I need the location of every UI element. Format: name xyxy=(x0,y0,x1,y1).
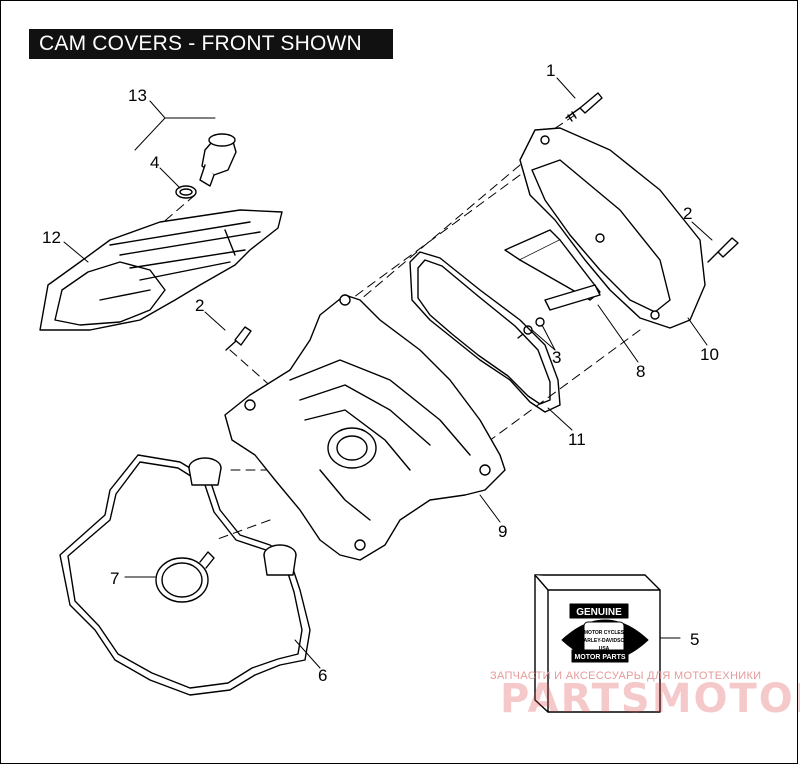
callout-4: 4 xyxy=(150,153,159,172)
callout-6: 6 xyxy=(318,666,327,685)
callout-8: 8 xyxy=(636,362,645,381)
part-10-outer-cover xyxy=(519,127,706,329)
part-6-grommets xyxy=(188,457,297,576)
part-5-box xyxy=(534,574,661,713)
box-logo-text: GENUINE MOTOR CYCLES HARLEY-DAVIDSON USA… xyxy=(574,607,628,661)
part-6-gasket xyxy=(59,454,311,696)
part-9-inner-cover xyxy=(224,294,506,561)
callout-3: 3 xyxy=(552,348,561,367)
callout-1: 1 xyxy=(546,61,555,80)
part-11-gasket xyxy=(409,251,561,413)
watermark-brand: PARTSMOTOR.RU xyxy=(500,676,800,722)
part-13-plug xyxy=(175,133,237,199)
callout-11: 11 xyxy=(568,430,586,449)
callout-5: 5 xyxy=(690,630,699,649)
callout-10: 10 xyxy=(700,345,719,364)
watermark-tagline: ЗАПЧАСТИ И АКСЕССУАРЫ ДЛЯ МОТОТЕХНИКИ xyxy=(490,670,762,682)
leader-lines xyxy=(63,77,713,669)
logo-line1: MOTOR CYCLES xyxy=(584,630,625,636)
callout-labels: 1 2 2 3 4 5 6 7 8 9 10 11 12 13 xyxy=(42,61,719,685)
logo-motor-parts: MOTOR PARTS xyxy=(574,654,625,661)
part-3-fasteners xyxy=(517,317,545,339)
callout-9: 9 xyxy=(498,522,507,541)
logo-line3: USA xyxy=(599,646,610,652)
part-7-seal xyxy=(155,551,215,603)
part-2-screw-right xyxy=(707,237,739,263)
box-logo xyxy=(561,603,649,663)
logo-line2: HARLEY-DAVIDSON xyxy=(580,638,628,644)
diagram-title: CAM COVERS - FRONT SHOWN xyxy=(29,29,393,59)
callout-2-left: 2 xyxy=(195,296,204,315)
callout-7: 7 xyxy=(110,569,119,588)
callout-13: 13 xyxy=(128,86,147,105)
callout-2-right: 2 xyxy=(683,204,692,223)
part-8-bracket xyxy=(504,229,601,311)
callout-12: 12 xyxy=(42,228,61,247)
logo-genuine: GENUINE xyxy=(576,607,622,618)
part-2-screw-left xyxy=(225,326,252,351)
part-1-screw xyxy=(565,92,603,122)
part-12-cover xyxy=(39,209,283,331)
